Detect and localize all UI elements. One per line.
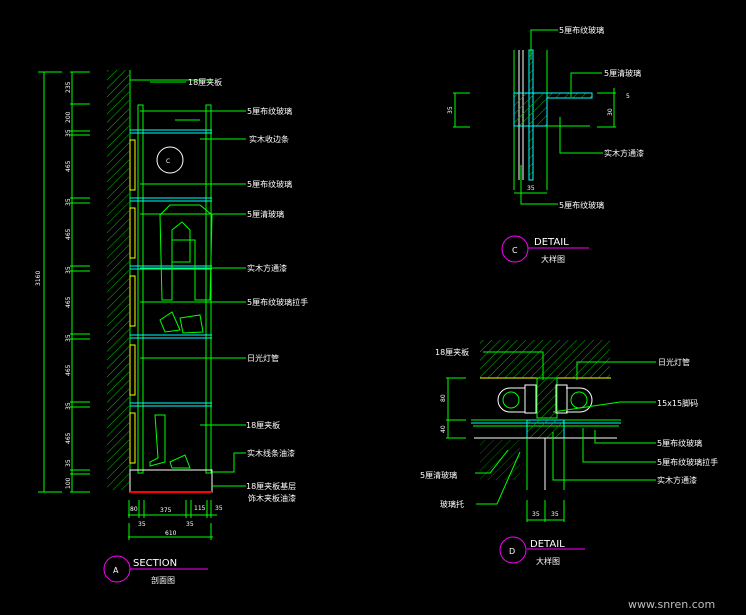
dim: 100 <box>65 477 72 489</box>
section-marker: A <box>113 566 119 575</box>
detail-c-marker-circle <box>501 235 529 263</box>
leader-lines <box>453 29 616 205</box>
ceiling-hatch <box>480 340 610 378</box>
detail-c-title: DETAIL <box>534 237 569 248</box>
detail-d-marker-circle <box>499 536 527 564</box>
vertical-dimension-lines <box>38 71 90 493</box>
dim: 375 <box>160 507 172 514</box>
dim: 35 <box>65 402 72 410</box>
label: 日光灯管 <box>247 353 279 363</box>
glass-shelf <box>546 92 593 99</box>
label: 日光灯管 <box>658 357 690 367</box>
label: 5厘清玻璃 <box>247 209 284 219</box>
dim: 465 <box>65 160 72 172</box>
detail-d-marker: D <box>509 547 515 556</box>
label: 实木收边条 <box>249 134 289 144</box>
detail-c-callout <box>156 146 184 174</box>
dim: 35 <box>527 185 535 192</box>
vertical-dims: 235 200 35 465 35 465 35 465 35 465 35 4… <box>65 81 72 489</box>
dim: 30 <box>607 108 614 116</box>
label: 饰木夹板油漆 <box>248 493 296 503</box>
section-title: SECTION <box>133 558 177 569</box>
horizontal-dimension-lines <box>128 500 217 540</box>
watermark: www.snren.com <box>628 598 715 611</box>
dim: 35 <box>65 266 72 274</box>
section-a: C 18厘夹板 5厘布纹玻璃 实木收边条 5厘布纹玻璃 5厘清玻璃 实木方通漆 … <box>35 70 308 585</box>
timber-block <box>526 419 565 439</box>
dim: 35 <box>186 521 194 528</box>
label: 18厘夹板 <box>188 77 222 87</box>
detail-c-dims: 35 30 5 35 <box>447 93 630 192</box>
label: 5厘布纹玻璃 <box>559 200 604 210</box>
label: 18厘夹板基层 <box>246 481 296 491</box>
dim: 5 <box>626 93 630 100</box>
section-a-labels: 18厘夹板 5厘布纹玻璃 实木收边条 5厘布纹玻璃 5厘清玻璃 实木方通漆 5厘… <box>188 77 308 503</box>
label: 15x15脚码 <box>657 398 698 408</box>
dim: 35 <box>65 459 72 467</box>
dim: 115 <box>194 505 206 512</box>
label: 实木线条油漆 <box>247 448 295 458</box>
glass-verticals <box>526 438 565 490</box>
detail-c-labels: 5厘布纹玻璃 5厘清玻璃 实木方通漆 5厘布纹玻璃 <box>559 25 644 210</box>
dim: 35 <box>215 505 223 512</box>
label: 5厘布纹玻璃 <box>559 25 604 35</box>
detail-d-title: DETAIL <box>530 539 565 550</box>
total-height-dim: 3160 <box>35 271 42 286</box>
label: 5厘布纹玻璃 <box>247 179 292 189</box>
label: 5厘布纹玻璃 <box>247 106 292 116</box>
detail-d-labels: 18厘夹板 5厘清玻璃 玻璃托 日光灯管 15x15脚码 5厘布纹玻璃 5厘布纹… <box>420 347 718 509</box>
label: 18厘夹板 <box>246 420 280 430</box>
dim: 80 <box>440 394 447 402</box>
label: 5厘清玻璃 <box>420 470 457 480</box>
bottom-dims: 80 375 115 35 35 35 610 <box>130 505 223 537</box>
dim: 465 <box>65 228 72 240</box>
label: 实木方通漆 <box>247 263 287 273</box>
section-subtitle: 剖面图 <box>151 575 175 585</box>
dim: 35 <box>65 198 72 206</box>
wall-hatch <box>107 70 129 490</box>
label: 玻璃托 <box>440 499 464 509</box>
front-post <box>137 104 144 474</box>
dim: 40 <box>440 425 447 433</box>
detail-c: 5厘布纹玻璃 5厘清玻璃 实木方通漆 5厘布纹玻璃 35 30 5 35 C D… <box>447 25 644 264</box>
dim: 35 <box>65 129 72 137</box>
display-items <box>149 119 213 469</box>
dim: 35 <box>532 511 540 518</box>
dim: 35 <box>447 106 454 114</box>
shelves <box>130 129 212 407</box>
rear-post <box>205 104 212 474</box>
label: 实木方通漆 <box>604 148 644 158</box>
dim: 610 <box>165 530 177 537</box>
leader-lines <box>446 351 656 522</box>
detail-d-subtitle: 大样图 <box>536 556 560 566</box>
dim: 235 <box>65 81 72 93</box>
dim: 465 <box>65 364 72 376</box>
detail-c-callout-label: C <box>166 158 170 165</box>
label: 5厘布纹玻璃拉手 <box>657 457 718 467</box>
dim: 35 <box>551 511 559 518</box>
detail-d: 18厘夹板 5厘清玻璃 玻璃托 日光灯管 15x15脚码 5厘布纹玻璃 5厘布纹… <box>420 340 718 566</box>
label: 5厘清玻璃 <box>604 68 641 78</box>
light-tubes <box>129 139 136 464</box>
label: 18厘夹板 <box>435 347 469 357</box>
detail-c-marker: C <box>512 246 518 255</box>
detail-d-dims: 80 40 35 35 <box>440 394 559 518</box>
label: 5厘布纹玻璃 <box>657 438 702 448</box>
dim: 80 <box>130 506 138 513</box>
label: 实木方通漆 <box>657 475 697 485</box>
dim: 35 <box>65 334 72 342</box>
light-tubes <box>497 384 593 414</box>
dim: 465 <box>65 296 72 308</box>
detail-c-subtitle: 大样图 <box>541 254 565 264</box>
timber-block <box>513 92 548 127</box>
leader-lines <box>140 81 246 487</box>
dim: 465 <box>65 432 72 444</box>
hanger <box>536 377 558 419</box>
dim: 35 <box>138 521 146 528</box>
label: 5厘布纹玻璃拉手 <box>247 297 308 307</box>
dim: 200 <box>65 111 72 123</box>
